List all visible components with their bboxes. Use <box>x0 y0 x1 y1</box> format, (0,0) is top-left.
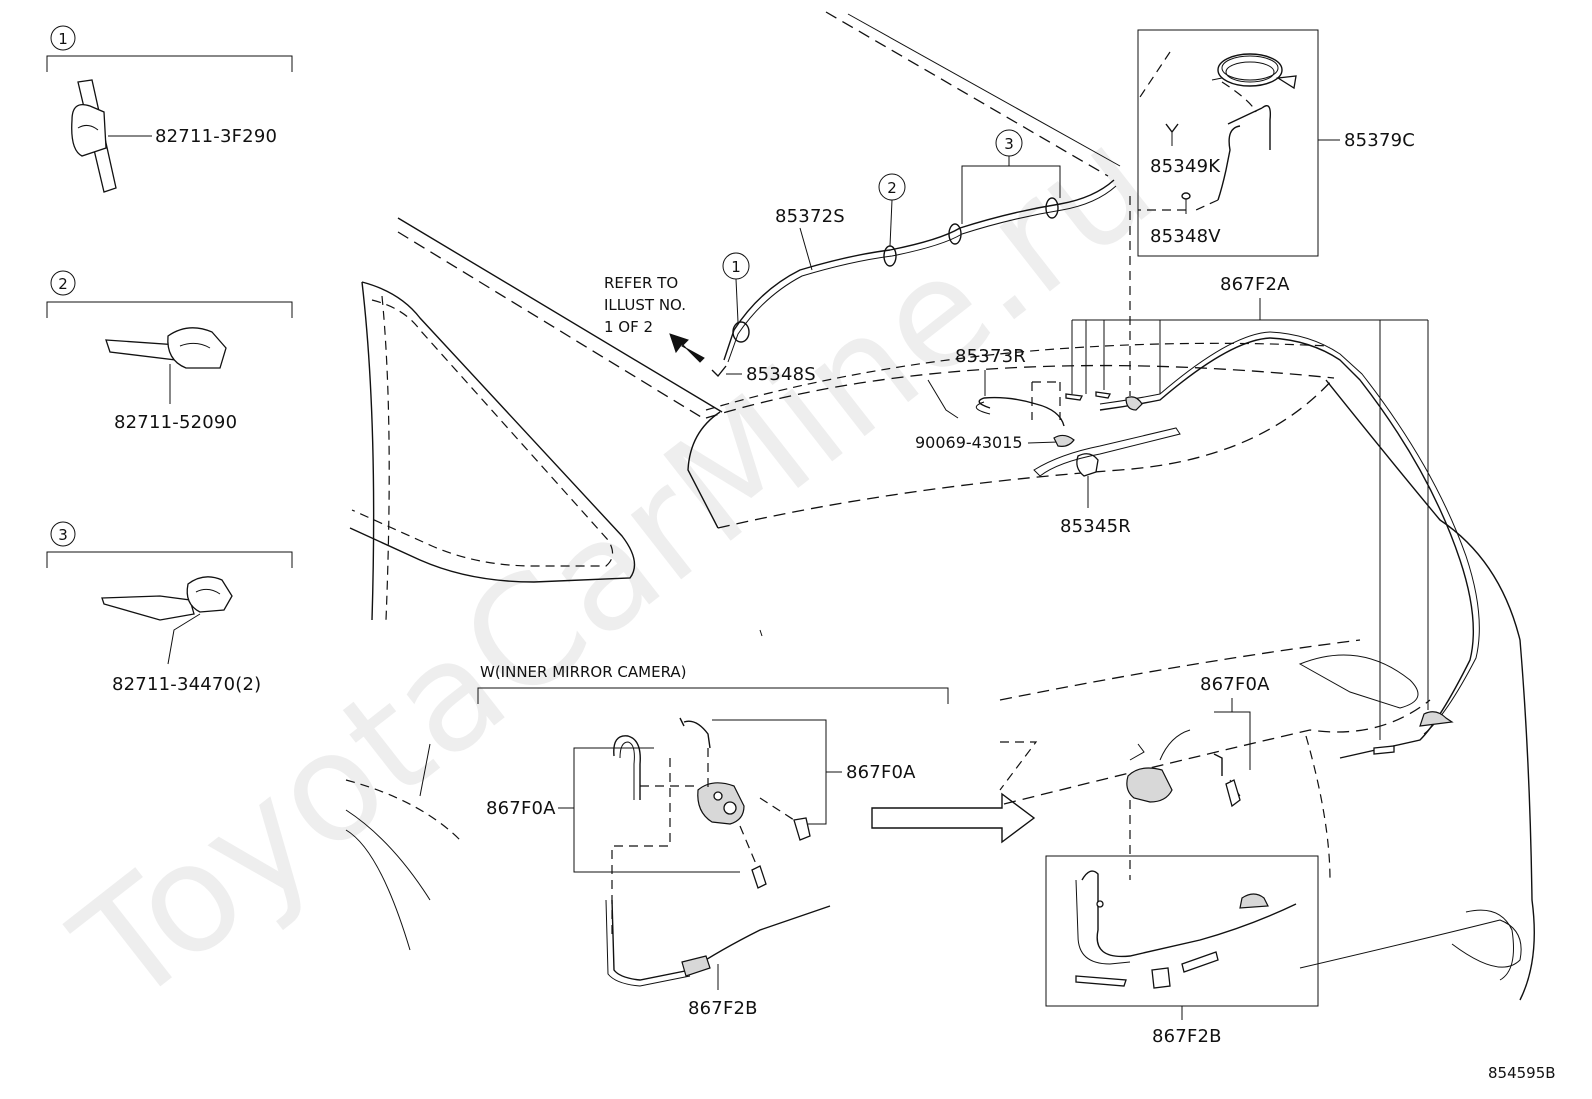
legend-bracket <box>46 55 293 72</box>
door-camera-group: 867F0A <box>1126 674 1270 880</box>
refer-note: REFER TO ILLUST NO. 1 OF 2 <box>604 274 705 363</box>
connector-icon <box>1225 779 1241 808</box>
legend-item-1: 1 82711-3F290 <box>46 25 293 193</box>
refer-note-line-2: ILLUST NO. <box>604 296 686 314</box>
part-label-85372S[interactable]: 85372S <box>775 206 845 227</box>
callout-number: 3 <box>1004 135 1014 153</box>
part-number-82711-52090[interactable]: 82711-52090 <box>114 412 237 433</box>
refer-note-line-1: REFER TO <box>604 274 678 292</box>
callout-number: 3 <box>58 526 68 544</box>
callout-circle-3 <box>50 521 76 547</box>
part-label-85349K[interactable]: 85349K <box>1150 156 1221 177</box>
callout-circle-1 <box>50 25 76 51</box>
watermark-text: ToyotaCarMine.ru <box>44 94 1185 1038</box>
callout-number: 1 <box>731 258 741 276</box>
camera-icon <box>1126 767 1173 803</box>
washer-hose-85372S <box>723 179 1117 363</box>
connector-icon <box>793 817 811 841</box>
clip-icon <box>101 576 233 621</box>
inset-title: W(INNER MIRROR CAMERA) <box>480 663 687 681</box>
leader-line <box>799 227 813 271</box>
part-label-867F2B-right[interactable]: 867F2B <box>1152 1026 1222 1047</box>
clip-icon <box>105 327 227 369</box>
part-number-82711-3F290[interactable]: 82711-3F290 <box>155 126 277 147</box>
legend-item-3: 3 82711-34470(2) <box>46 521 293 695</box>
arrow-icon <box>669 333 705 363</box>
legend-bracket <box>46 551 293 568</box>
part-label-85348V[interactable]: 85348V <box>1150 226 1221 247</box>
callout-number: 1 <box>58 30 68 48</box>
arrow-right-icon <box>871 792 1036 844</box>
grommet-icon <box>1181 192 1191 200</box>
refer-note-line-3: 1 OF 2 <box>604 318 653 336</box>
camera-icon <box>697 782 745 825</box>
rear-washer-nozzle-group: 85373R 90069-43015 85345R <box>915 346 1181 537</box>
part-label-867F2A[interactable]: 867F2A <box>1220 274 1290 295</box>
part-label-867F2B-left[interactable]: 867F2B <box>688 998 758 1019</box>
hose-kit-box-85379C: 85379C 85349K 85348V <box>1137 29 1415 257</box>
hose-clip-1 <box>732 321 750 343</box>
part-label-867F0A-left[interactable]: 867F0A <box>486 798 556 819</box>
part-label-90069-43015[interactable]: 90069-43015 <box>915 433 1023 452</box>
part-number-82711-34470[interactable]: 82711-34470(2) <box>112 674 261 695</box>
inset-box-867F2B: 867F2B <box>1045 855 1319 1047</box>
part-label-867F0A-mid[interactable]: 867F0A <box>846 762 916 783</box>
diagram-number: 854595B <box>1488 1064 1556 1082</box>
hose-callouts: 1 2 3 <box>722 129 1061 323</box>
connector-icon <box>751 865 767 889</box>
vehicle-body-outline <box>345 11 1535 1001</box>
callout-number: 2 <box>887 179 897 197</box>
leader-line <box>167 613 201 665</box>
inner-mirror-camera-inset: W(INNER MIRROR CAMERA) 867F0A 867F0A 8 <box>477 663 949 1019</box>
hose-clip-3b <box>1045 197 1059 219</box>
legend-bracket <box>46 301 293 318</box>
part-label-85348S[interactable]: 85348S <box>746 364 816 385</box>
check-valve-icon <box>711 365 727 378</box>
part-label-85345R[interactable]: 85345R <box>1060 516 1131 537</box>
clip-icon <box>71 79 117 193</box>
callout-number: 2 <box>58 275 68 293</box>
check-valve-icon <box>1165 123 1179 134</box>
coiled-hose-icon <box>1211 53 1297 90</box>
part-label-85373R[interactable]: 85373R <box>955 346 1026 367</box>
grommet-icon <box>1053 434 1075 447</box>
washer-nozzle-icon <box>1076 453 1099 477</box>
legend-item-2: 2 82711-52090 <box>46 270 293 433</box>
callout-circle-2 <box>50 270 76 296</box>
hose-clip-3a <box>948 223 962 245</box>
wire-harness-867F2A: 867F2A <box>1065 274 1480 759</box>
part-label-85379C[interactable]: 85379C <box>1344 130 1415 151</box>
part-label-867F0A-right[interactable]: 867F0A <box>1200 674 1270 695</box>
